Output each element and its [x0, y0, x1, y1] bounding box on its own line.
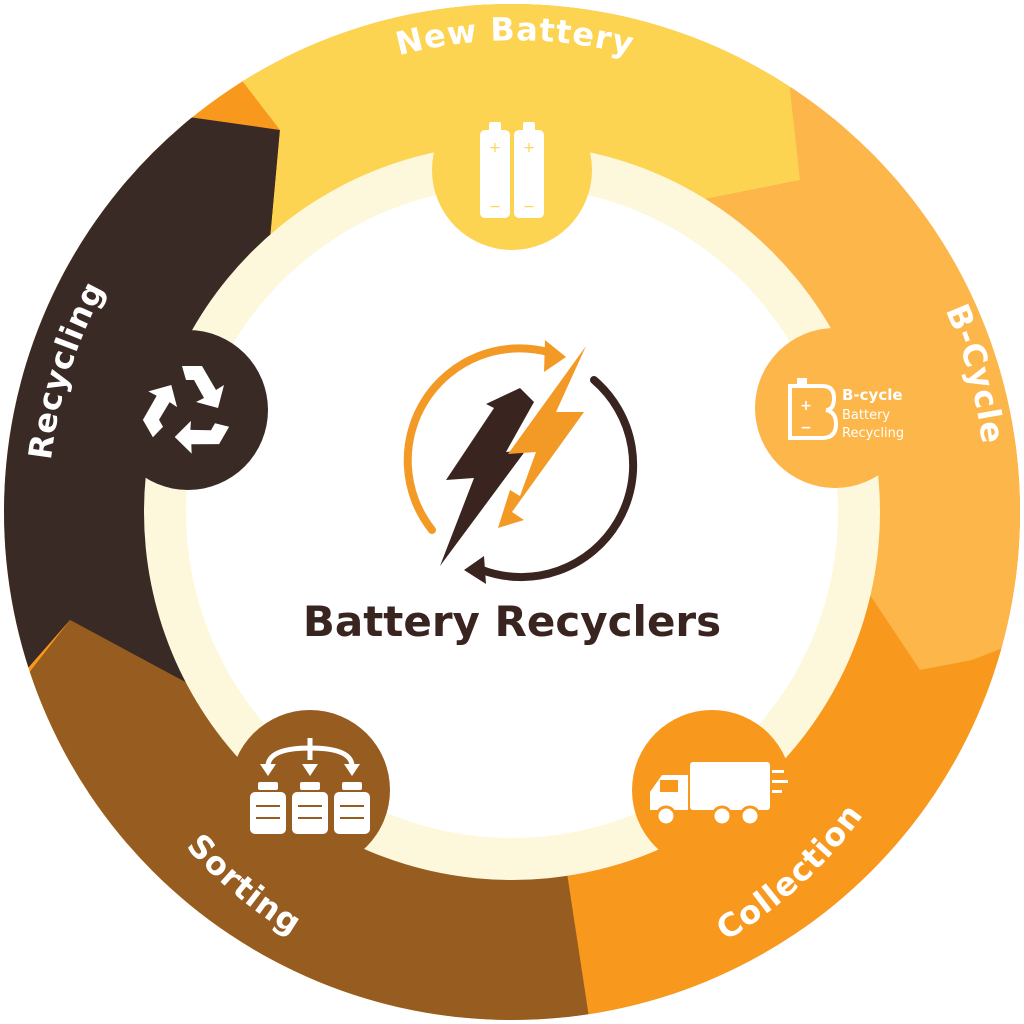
- orange-cycle-arrow: [403, 344, 552, 534]
- svg-text:−: −: [523, 199, 535, 215]
- dark-lightning-bolt: [440, 388, 534, 566]
- battery-recyclers-logo: Battery Recyclers: [303, 340, 721, 646]
- svg-text:−: −: [489, 199, 501, 215]
- stage-node-new-battery: [432, 90, 592, 250]
- stage-node-b-cycle: [755, 328, 915, 488]
- b-cycle-logo-icon: + − B-cycle Battery Recycling: [788, 378, 904, 441]
- svg-text:+: +: [523, 140, 535, 156]
- center-title: Battery Recyclers: [303, 597, 721, 646]
- stage-node-recycling: [108, 330, 268, 490]
- svg-text:−: −: [800, 420, 812, 436]
- svg-text:+: +: [800, 398, 812, 414]
- b-cycle-logo-line2: Recycling: [842, 426, 904, 441]
- dark-cycle-arrow: [478, 376, 638, 582]
- b-cycle-logo-line1: Battery: [842, 408, 890, 423]
- b-cycle-logo-title: B-cycle: [842, 386, 903, 404]
- sorting-bottles-icon: [250, 738, 370, 834]
- orange-lightning-bolt: [498, 346, 586, 528]
- battery-pair-icon: + + − −: [480, 122, 544, 218]
- recycle-icon: [142, 366, 230, 454]
- svg-text:+: +: [489, 140, 501, 156]
- delivery-truck-icon: [650, 762, 788, 827]
